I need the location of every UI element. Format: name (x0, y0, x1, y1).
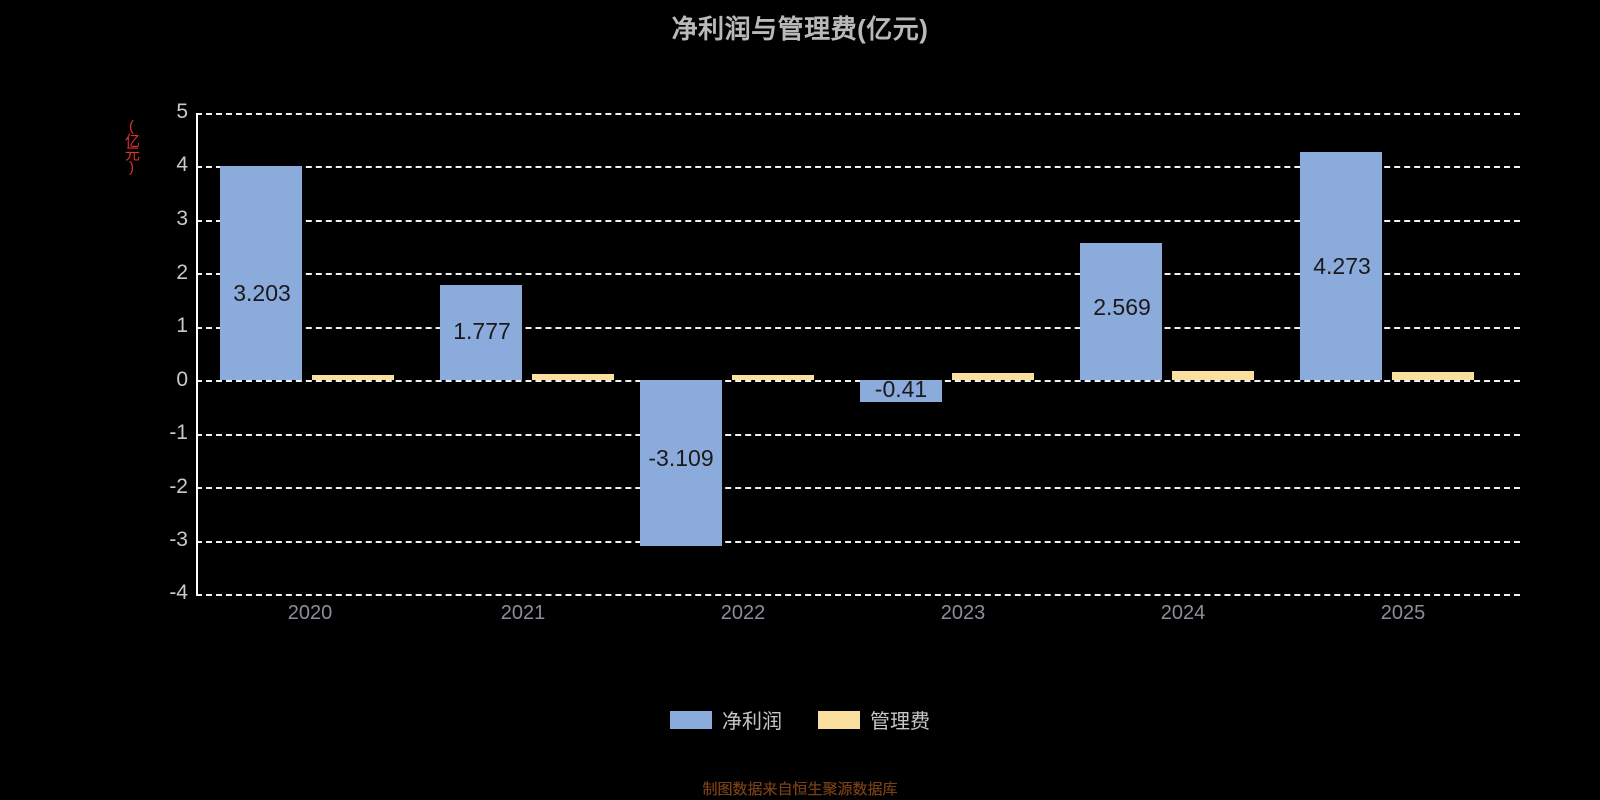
x-tick-label: 2023 (940, 602, 986, 624)
x-tick-label: 2024 (1160, 602, 1206, 624)
legend-swatch-icon (818, 710, 860, 729)
gridline (196, 166, 1520, 168)
bar-net-profit-2020[interactable] (220, 166, 302, 380)
y-tick-label: 5 (176, 100, 188, 123)
bar-value-label: 1.777 (453, 318, 511, 344)
x-tick-label: 2025 (1380, 602, 1426, 624)
gridline (196, 594, 1520, 596)
bar-admin-fee-2023[interactable] (952, 373, 1034, 380)
gridline (196, 434, 1520, 436)
page-title: 净利润与管理费(亿元) (671, 14, 929, 44)
footnote: 制图数据来自恒生聚源数据库 制图数据来自恒生聚源数据库 (0, 778, 1600, 799)
gridline (196, 220, 1520, 222)
gridline (196, 487, 1520, 489)
y-tick-label: -2 (169, 475, 188, 498)
bar-admin-fee-2025[interactable] (1392, 372, 1474, 380)
legend-swatch-icon (670, 710, 712, 729)
footnote-text: 制图数据来自恒生聚源数据库 (702, 781, 898, 798)
bar-admin-fee-2020[interactable] (312, 375, 394, 380)
bar-value-label: 3.203 (233, 280, 291, 306)
bar-net-profit-2024[interactable] (1080, 243, 1162, 380)
bar-admin-fee-2022[interactable] (732, 375, 814, 380)
legend-label: 净利润 (722, 711, 782, 733)
y-tick-label: 1 (176, 314, 188, 337)
y-axis-line (196, 113, 198, 594)
footnote-text-shadow: 制图数据来自恒生聚源数据库 (702, 781, 898, 798)
bar-net-profit-2023[interactable] (860, 380, 942, 402)
x-tick-label: 2022 (720, 602, 766, 624)
gridline (196, 113, 1520, 115)
y-tick-label: 2 (176, 261, 188, 284)
y-tick-label: 4 (176, 153, 188, 176)
y-tick-label: -3 (169, 528, 188, 551)
x-tick-label: 2021 (500, 602, 546, 624)
bar-value-label: -0.41 (874, 376, 928, 402)
bar-net-profit-2022[interactable] (640, 380, 722, 546)
bar-value-label: 2.569 (1093, 294, 1151, 320)
plot-area: 3.203 1.777 -3.109 -0.41 2.569 4.273 (196, 113, 1520, 596)
bar-value-label: -3.109 (648, 445, 714, 471)
y-axis-label: (亿元) (123, 118, 140, 174)
gridline (196, 327, 1520, 329)
bar-net-profit-2025[interactable] (1300, 152, 1382, 380)
y-tick-label: -4 (169, 581, 188, 604)
legend-label: 管理费 (870, 711, 930, 733)
legend: 净利润 管理费 (0, 705, 1600, 734)
legend-item-net-profit[interactable]: 净利润 (670, 705, 782, 734)
bar-admin-fee-2024[interactable] (1172, 371, 1254, 380)
y-tick-label: 3 (176, 207, 188, 230)
gridline-zero (196, 380, 1520, 382)
gridline (196, 541, 1520, 543)
bar-value-label: 4.273 (1313, 253, 1371, 279)
bar-admin-fee-2021[interactable] (532, 374, 614, 380)
legend-item-admin-fee[interactable]: 管理费 (818, 705, 930, 734)
y-tick-label: 0 (176, 368, 188, 391)
bar-net-profit-2021[interactable] (440, 285, 522, 380)
y-tick-label: -1 (169, 421, 188, 444)
gridline (196, 273, 1520, 275)
x-tick-label: 2020 (287, 602, 333, 624)
